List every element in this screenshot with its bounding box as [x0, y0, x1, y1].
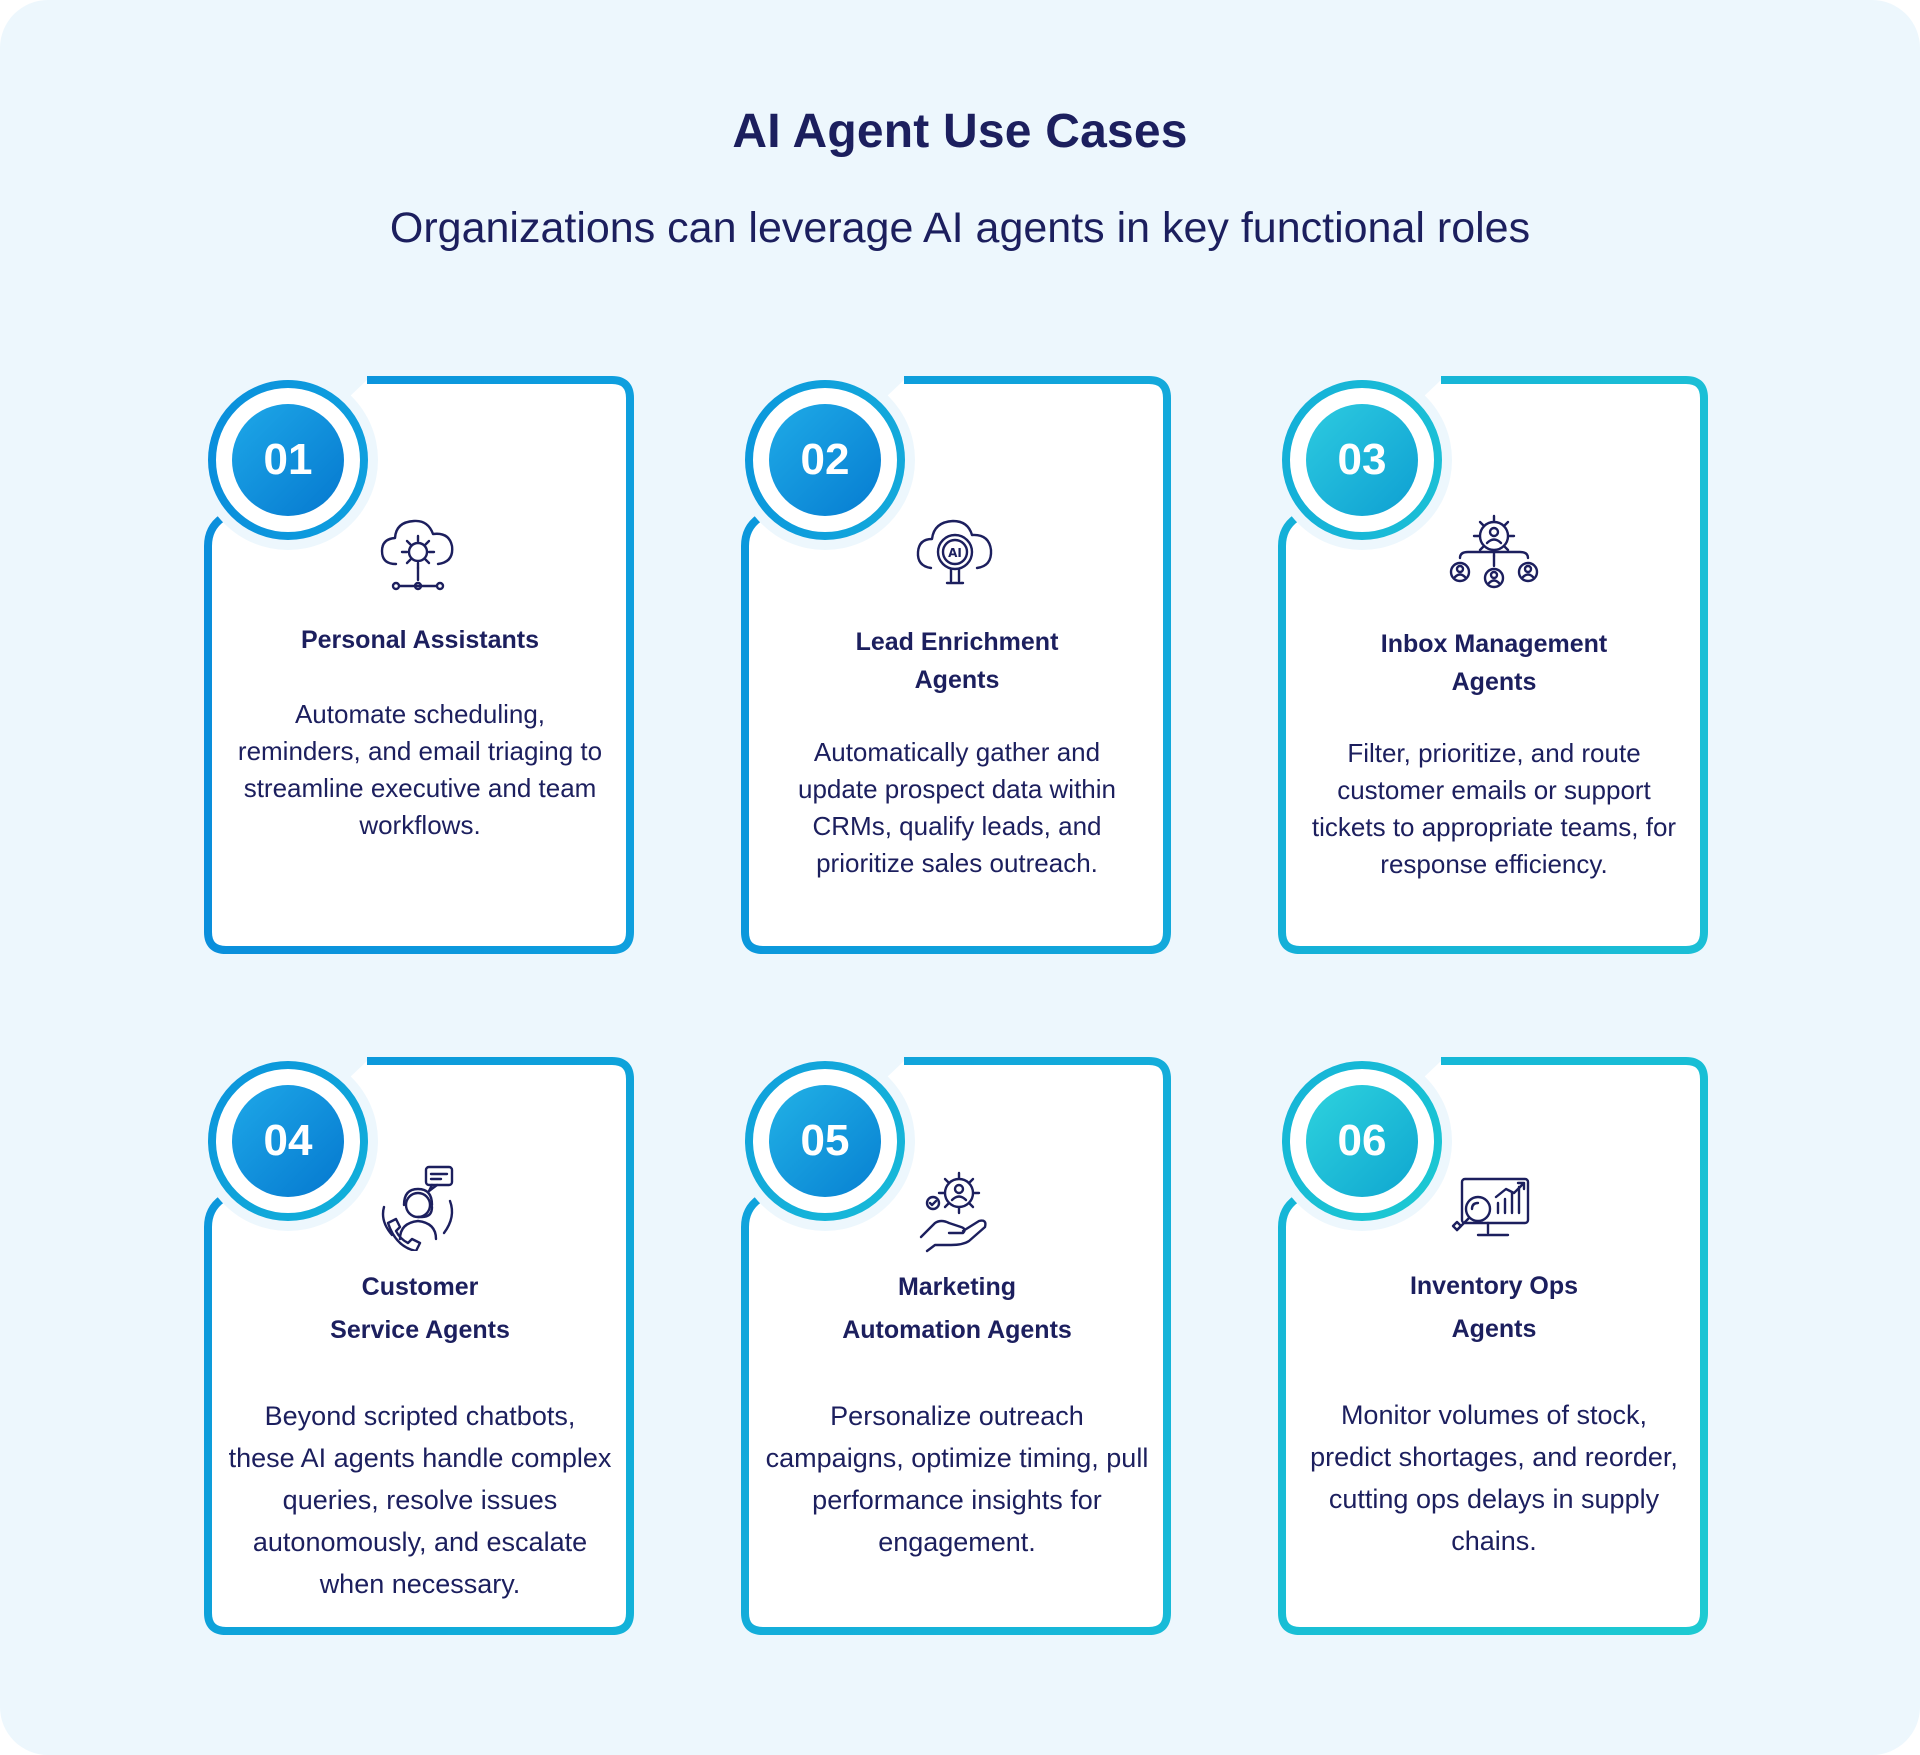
hand-gear-user-icon	[919, 1171, 987, 1253]
card-title: Lead Enrichment Agents	[855, 628, 1059, 694]
card-number-badge: 01	[232, 404, 344, 516]
card-description: Automatically gather and update prospect…	[798, 737, 1116, 878]
monitor-analytics-icon	[1451, 1177, 1530, 1237]
use-case-card-02: 02 AI Lead Enrichment Agents Automatical…	[735, 370, 1171, 954]
use-case-card-03: 03 Inbox Management Agents Filter, prior…	[1272, 370, 1708, 954]
card-number-badge: 05	[769, 1085, 881, 1197]
card-number-badge: 04	[232, 1085, 344, 1197]
gear-network-users-icon	[1449, 514, 1539, 589]
card-title: Customer Service Agents	[330, 1273, 510, 1344]
card-description: Monitor volumes of stock, predict shorta…	[1310, 1400, 1678, 1556]
card-description: Automate scheduling, reminders, and emai…	[237, 699, 603, 840]
card-description: Personalize outreach campaigns, optimize…	[765, 1401, 1149, 1557]
card-title: Inventory Ops Agents	[1409, 1272, 1579, 1343]
card-title: Marketing Automation Agents	[842, 1273, 1072, 1344]
card-title: Inbox Management Agents	[1380, 630, 1608, 696]
page-subtitle: Organizations can leverage AI agents in …	[389, 204, 1531, 252]
use-case-card-01: 01 Personal Assistants Automate scheduli…	[198, 370, 634, 954]
use-case-card-04: 04 Customer Service Agents Beyond script…	[198, 1051, 634, 1635]
use-case-card-06: 06 Inventory Ops Agents Monitor volumes …	[1272, 1051, 1708, 1635]
card-number-badge: 03	[1306, 404, 1418, 516]
card-number-badge: 02	[769, 404, 881, 516]
page-title: AI Agent Use Cases	[732, 105, 1188, 158]
svg-text:AI: AI	[948, 546, 962, 560]
card-number-badge: 06	[1306, 1085, 1418, 1197]
card-description: Filter, prioritize, and route customer e…	[1311, 738, 1677, 879]
use-case-card-05: 05 Marketing Automation Agents Personali…	[735, 1051, 1171, 1635]
ai-cloud-icon: AI	[916, 519, 993, 585]
cloud-gear-icon	[380, 519, 454, 591]
card-description: Beyond scripted chatbots, these AI agent…	[228, 1401, 612, 1599]
support-headset-icon	[381, 1165, 454, 1251]
card-title: Personal Assistants	[300, 626, 540, 654]
